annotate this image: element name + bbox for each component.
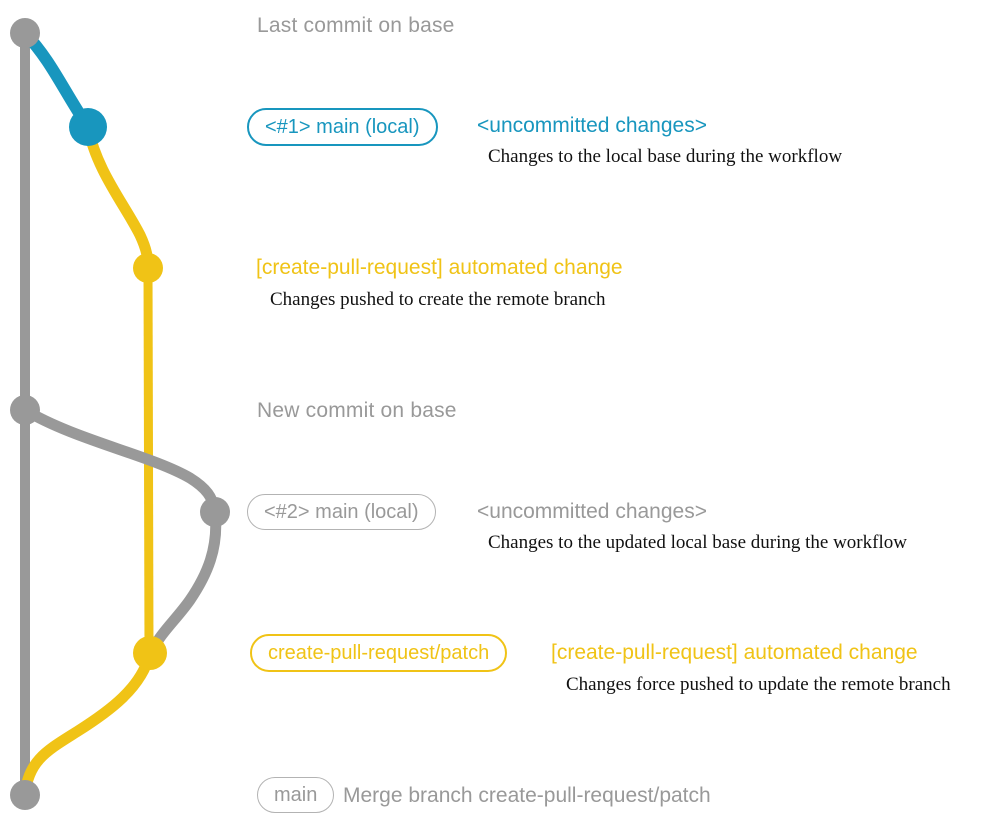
- commit-node-last-base: [10, 18, 40, 48]
- edge-merge-into-base: [19, 647, 156, 801]
- commit-node-merge: [10, 780, 40, 810]
- edge-push-to-remote: [82, 121, 154, 274]
- label-new-commit-on-base: New commit on base: [257, 399, 457, 422]
- commit-node-remote-1: [133, 253, 163, 283]
- commit-node-local-1: [69, 108, 107, 146]
- label-last-commit-on-base: Last commit on base: [257, 14, 455, 37]
- label-uncommitted-changes-2: <uncommitted changes>: [477, 500, 707, 523]
- label-uncommitted-changes-1: <uncommitted changes>: [477, 114, 707, 137]
- commit-node-new-base: [10, 395, 40, 425]
- badge-main-local-1: <#1> main (local): [247, 108, 438, 146]
- badge-create-pull-request-patch: create-pull-request/patch: [250, 634, 508, 672]
- edge-force-push: [145, 506, 222, 659]
- desc-push-create-remote: Changes pushed to create the remote bran…: [270, 289, 606, 310]
- desc-local-base-changes: Changes to the local base during the wor…: [488, 146, 843, 167]
- label-automated-change-2: [create-pull-request] automated change: [551, 641, 918, 664]
- badge-main: main: [257, 777, 335, 813]
- desc-updated-local-base-changes: Changes to the updated local base during…: [488, 532, 907, 553]
- commit-node-local-2: [200, 497, 230, 527]
- label-automated-change-1: [create-pull-request] automated change: [256, 256, 623, 279]
- edge-rebase-local: [19, 404, 221, 518]
- desc-force-push-update-remote: Changes force pushed to update the remot…: [566, 674, 951, 695]
- badge-main-local-2: <#2> main (local): [247, 494, 436, 530]
- label-merge-branch: Merge branch create-pull-request/patch: [343, 784, 711, 807]
- commit-node-remote-2: [133, 636, 167, 670]
